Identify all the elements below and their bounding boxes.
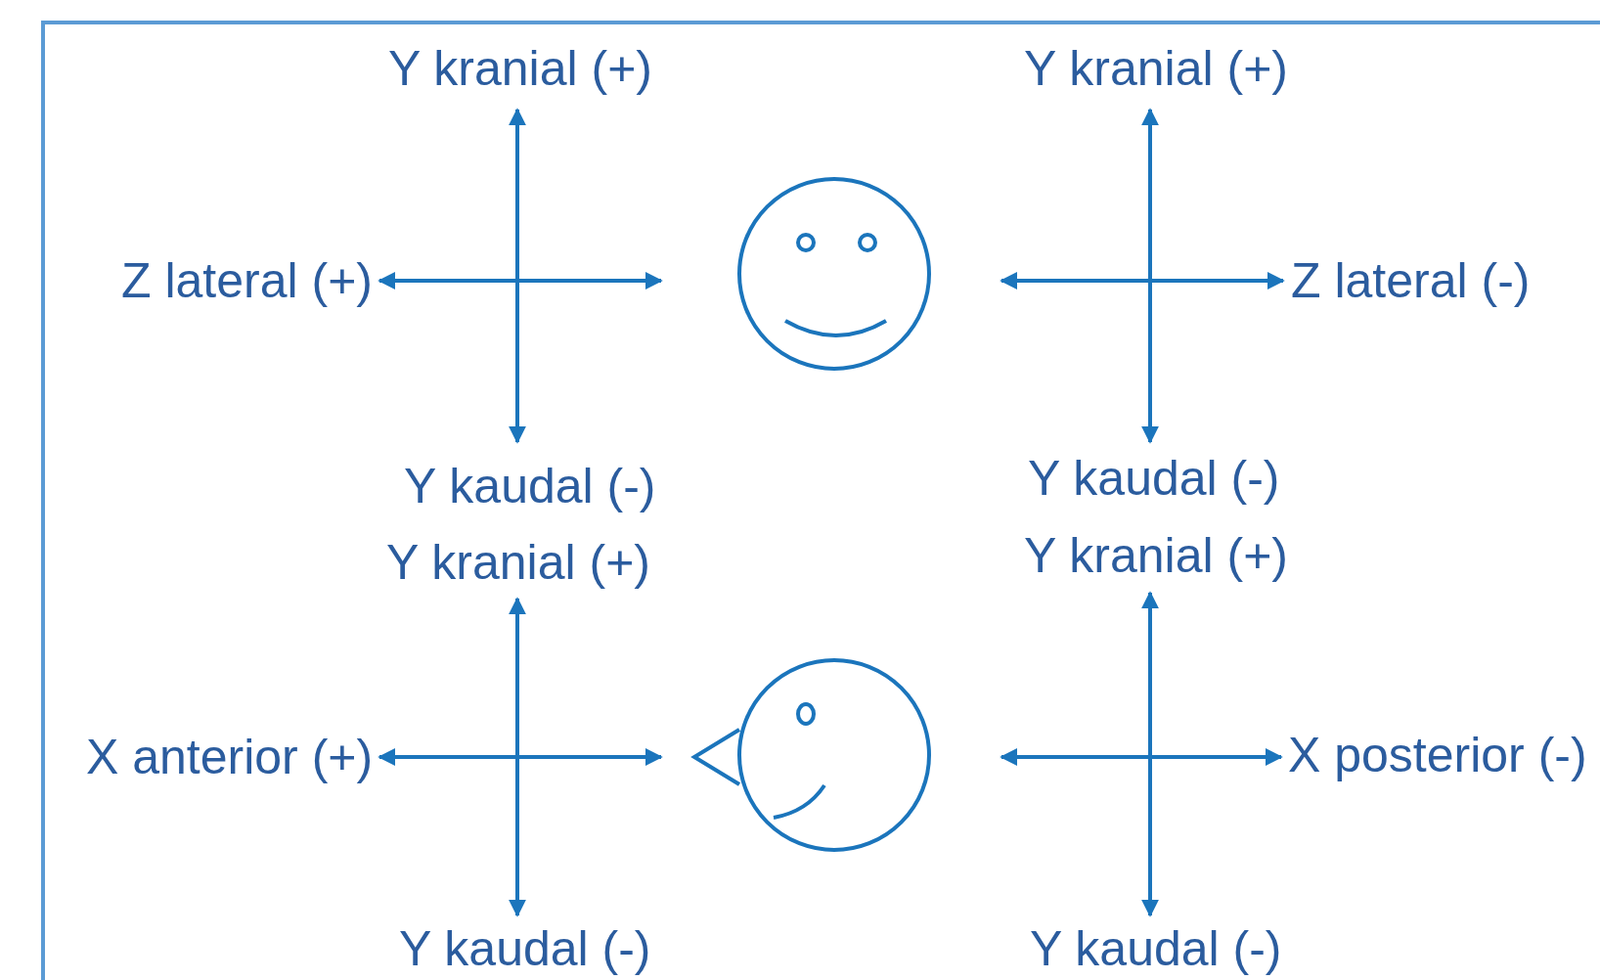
axis-label: Y kaudal (-) [1029, 924, 1283, 974]
x-axis-arrow [1001, 755, 1282, 759]
axis-label: X posterior (-) [1288, 730, 1588, 780]
axis-label: Z lateral (+) [121, 256, 373, 306]
axis-label: Y kaudal (-) [403, 461, 657, 511]
y-axis-arrow [1148, 109, 1153, 443]
z-axis-arrow [1001, 278, 1284, 283]
frame-border [43, 22, 1600, 980]
axis-label: Y kranial (+) [388, 44, 653, 93]
axis-label: Y kranial (+) [1023, 44, 1289, 93]
axis-label: Z lateral (-) [1290, 256, 1530, 306]
axis-label: Y kranial (+) [1023, 531, 1289, 580]
y-axis-arrow [1148, 592, 1153, 916]
axis-label: Y kaudal (-) [399, 924, 652, 974]
side-face [694, 660, 930, 850]
axis-label: Y kaudal (-) [1027, 453, 1281, 503]
axis-label: Y kranial (+) [386, 537, 651, 587]
z-axis-arrow [379, 278, 662, 283]
x-axis-arrow [379, 755, 662, 759]
axis-label: X anterior (+) [86, 732, 373, 782]
y-axis-arrow [515, 109, 520, 443]
front-face [739, 178, 930, 369]
